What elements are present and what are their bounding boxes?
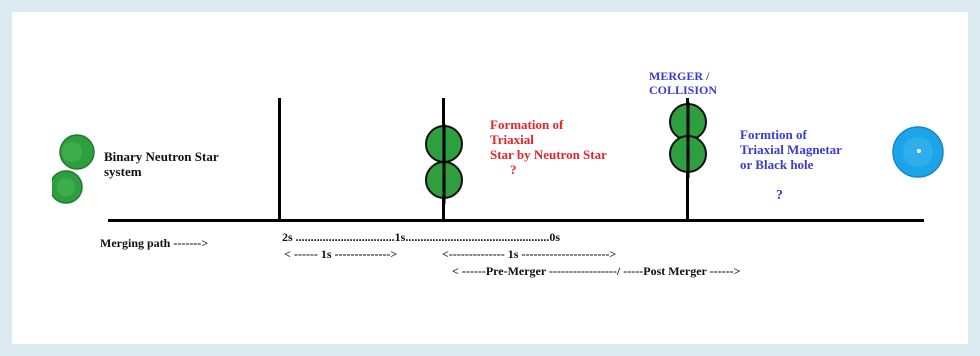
formation-question-mark: ? [510, 161, 517, 177]
merging-axis [108, 219, 924, 222]
binary-system-label: Binary Neutron Star system [104, 149, 219, 180]
result-line2: Triaxial Magnetar [740, 141, 842, 157]
formation-line1: Formation of [490, 117, 564, 132]
binary-label-line2: system [104, 163, 142, 179]
merging-stars-icon [669, 102, 707, 178]
formation-line3: Star by Neutron Star [490, 146, 607, 162]
binary-label-line1: Binary Neutron Star [104, 149, 219, 164]
result-line1: Formtion of [740, 127, 807, 142]
diagram-canvas: Binary Neutron Star system Formation of … [12, 12, 968, 344]
result-line3: or Black hole [740, 156, 814, 172]
binary-stars-icon [52, 134, 95, 204]
merger-line2: COLLISION [649, 82, 718, 97]
formation-label: Formation of Triaxial Star by Neutron St… [490, 117, 607, 178]
interval-first: < ------ 1s --------------> [284, 247, 398, 261]
merger-label: MERGER / COLLISION [649, 69, 718, 98]
formation-line2: Triaxial [490, 131, 534, 147]
merger-line1: MERGER / [649, 69, 710, 83]
merging-path-label: Merging path -------> [100, 236, 209, 250]
result-question-mark: ? [776, 188, 783, 203]
result-label: Formtion of Triaxial Magnetar or Black h… [740, 127, 842, 173]
approaching-stars-icon [425, 124, 463, 204]
marker-2s [278, 98, 281, 222]
phase-labels: < ------Pre-Merger -----------------/ --… [452, 264, 741, 278]
magnetar-icon [892, 126, 944, 178]
interval-second: <-------------- 1s ---------------------… [442, 247, 617, 261]
timeline-scale: 2s .................................1s..… [282, 230, 561, 244]
